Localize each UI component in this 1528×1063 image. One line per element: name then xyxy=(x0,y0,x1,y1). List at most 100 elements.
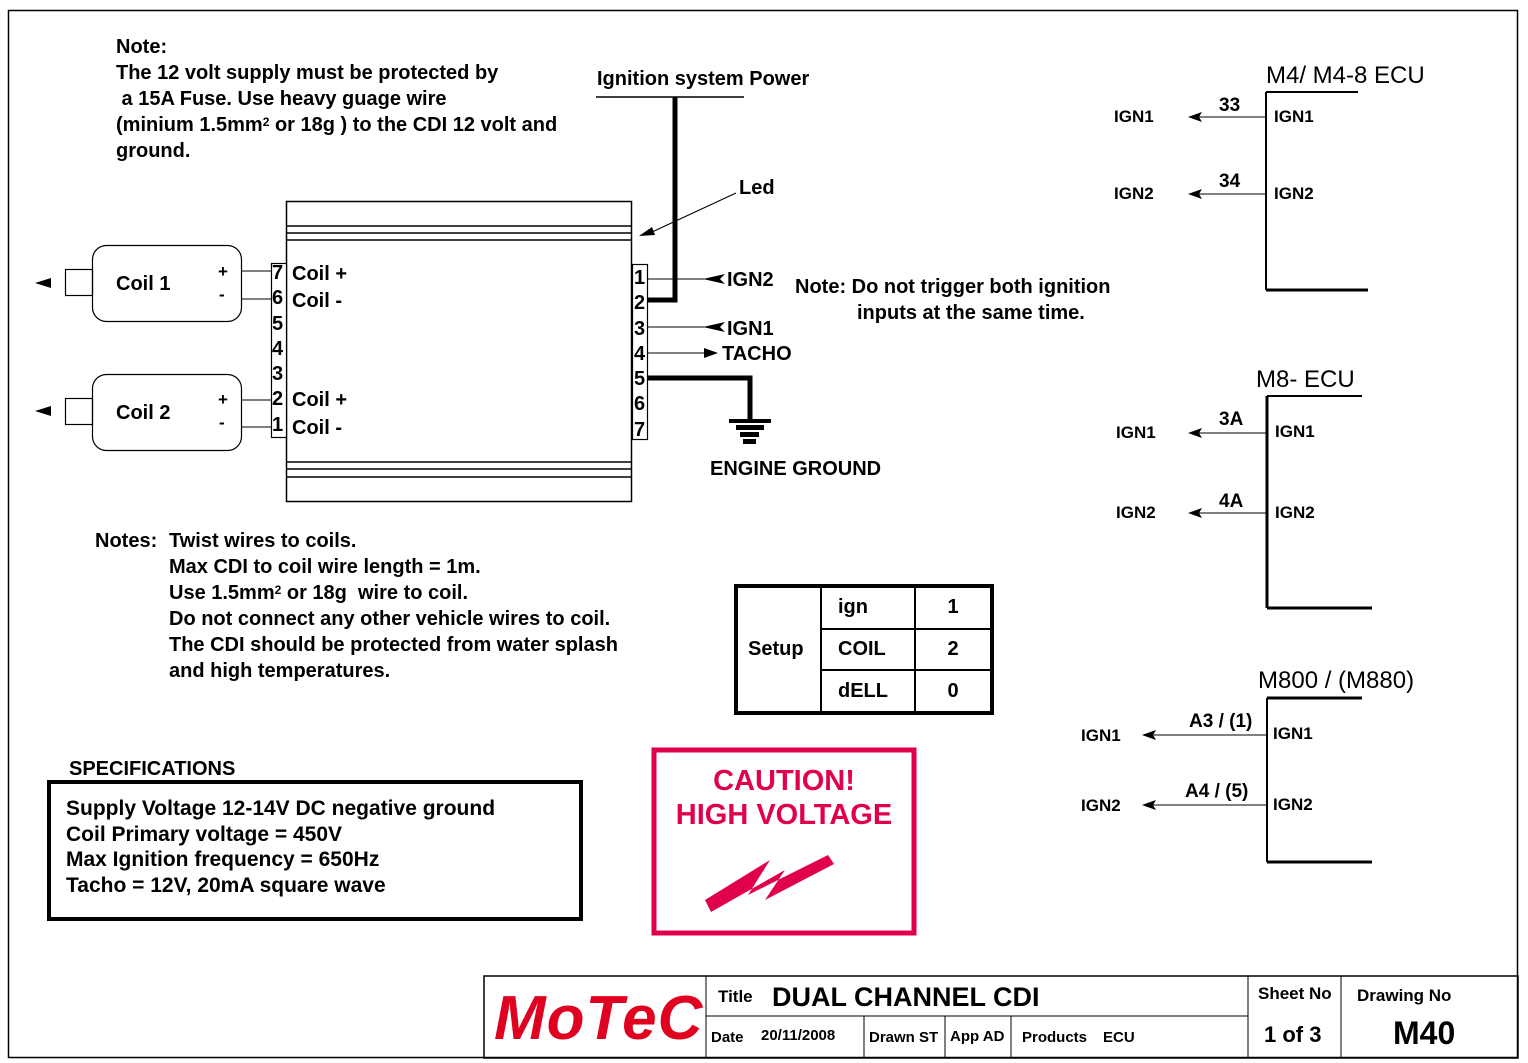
coil-note-line: Do not connect any other vehicle wires t… xyxy=(169,608,611,630)
ecu-m800-title: M800 / (M880) xyxy=(1258,667,1415,694)
pin-7-label: Coil + xyxy=(292,263,348,285)
pin-2-label: Coil + xyxy=(292,389,348,411)
supply-note-text: (minium 1.5mm xyxy=(116,114,263,136)
drawing-no-value: M40 xyxy=(1393,1015,1456,1051)
pin-number: 5 xyxy=(634,368,646,391)
high-voltage-bolt-icon xyxy=(705,855,834,912)
supply-note: Note: The 12 volt supply must be protect… xyxy=(116,34,557,164)
spec-line: Coil Primary voltage = 450V xyxy=(66,822,343,846)
ign1-input-arrow xyxy=(703,322,725,332)
spec-line: Max Ignition frequency = 650Hz xyxy=(66,848,380,871)
pin-number: 1 xyxy=(272,413,284,436)
power-wire xyxy=(648,97,678,303)
coil-1-minus: - xyxy=(219,285,225,304)
table-row: Setup ign 1 xyxy=(735,585,993,714)
pin-1-label: Coil - xyxy=(292,417,342,439)
supply-note-line: (minium 1.5mm2 or 18g ) to the CDI 12 vo… xyxy=(116,112,557,138)
ignition-power-label: Ignition system Power xyxy=(597,68,810,90)
setup-key: dELL xyxy=(820,669,916,714)
sheet-label: Sheet No xyxy=(1258,984,1332,1003)
ign2-signal-label: IGN2 xyxy=(727,269,774,291)
title-label: Title xyxy=(718,987,753,1006)
ecu-m8-ign1-int: IGN1 xyxy=(1275,422,1315,441)
setup-value: 0 xyxy=(914,669,993,714)
table-row: dELL 0 xyxy=(736,669,993,714)
coil-2-terminal xyxy=(64,397,94,426)
date-label: Date xyxy=(711,1029,744,1046)
pin-6-label: Coil - xyxy=(292,290,342,312)
ecu-m8-ign2-wire: 4A xyxy=(1219,491,1244,512)
tacho-signal-label: TACHO xyxy=(722,343,792,365)
ign2-input-arrow xyxy=(703,274,725,284)
sheet-value: 1 of 3 xyxy=(1264,1022,1322,1047)
coil-note-text: or 18g wire to coil. xyxy=(281,582,469,604)
ecu-m4-ign1-int: IGN1 xyxy=(1274,107,1314,126)
pin-number: 4 xyxy=(634,342,646,365)
supply-note-line: The 12 volt supply must be protected by xyxy=(116,62,499,84)
pin-number: 3 xyxy=(634,317,646,340)
ecu-m4-ign2-int: IGN2 xyxy=(1274,184,1314,203)
ecu-m800-ign1-int: IGN1 xyxy=(1273,724,1313,743)
supply-note-line: a 15A Fuse. Use heavy guage wire xyxy=(116,88,447,110)
supply-note-heading: Note: xyxy=(116,36,168,58)
led-label: Led xyxy=(739,177,775,199)
setup-label: Setup xyxy=(735,585,822,714)
cdi-body xyxy=(285,200,633,503)
supply-note-line: ground. xyxy=(116,140,191,162)
trigger-note-line-1: Note: Do not trigger both ignition xyxy=(795,276,1111,298)
coil-2-minus: - xyxy=(219,413,225,432)
ecu-m8-ign2-int: IGN2 xyxy=(1275,503,1315,522)
products-label: Products xyxy=(1022,1029,1088,1046)
coil-1-plus: + xyxy=(218,262,228,281)
ecu-m800-ign2-wire: A4 / (5) xyxy=(1185,781,1249,802)
coil-note-line: and high temperatures. xyxy=(169,660,391,682)
pin-number: 7 xyxy=(272,262,284,284)
pin-number: 4 xyxy=(272,337,284,360)
ground-symbol-bar-1 xyxy=(729,419,771,423)
coil-note-line: Max CDI to coil wire length = 1m. xyxy=(169,556,481,578)
coil-2-output-arrow xyxy=(35,406,51,416)
motec-logo: MoTeC xyxy=(494,984,704,1053)
pin-number: 6 xyxy=(634,393,646,416)
table-row: COIL 2 xyxy=(736,627,993,672)
pin-number: 3 xyxy=(272,363,284,386)
coil-notes: Twist wires to coils. Max CDI to coil wi… xyxy=(169,528,618,684)
engine-ground-label: ENGINE GROUND xyxy=(710,458,882,480)
drawing-no-label: Drawing No xyxy=(1357,986,1452,1005)
approved-by: App AD xyxy=(950,1028,1005,1045)
coil-note-line: Use 1.5mm2 or 18g wire to coil. xyxy=(169,580,618,606)
coil-2-label: Coil 2 xyxy=(116,402,171,424)
cdi-left-pin-list: 7 6 5 4 3 2 1 xyxy=(272,261,283,438)
specifications-box: Supply Voltage 12-14V DC negative ground… xyxy=(47,780,583,921)
coil-note-line: Twist wires to coils. xyxy=(169,530,357,552)
ecu-m4-ign2-ext: IGN2 xyxy=(1114,184,1154,203)
caution-border xyxy=(651,747,917,936)
ecu-m4-ign1-wire: 33 xyxy=(1219,95,1241,116)
ecu-m8-ign2-ext: IGN2 xyxy=(1116,503,1156,522)
coil-notes-heading: Notes: xyxy=(95,530,158,552)
ground-wire xyxy=(648,375,753,421)
caution-line-2: HIGH VOLTAGE xyxy=(675,799,893,831)
coil-2-plus: + xyxy=(218,390,228,409)
ecu-m4-ign2-wire: 34 xyxy=(1219,171,1241,192)
pin-number: 2 xyxy=(272,388,284,411)
spec-line: Supply Voltage 12-14V DC negative ground xyxy=(66,797,496,820)
setup-key: ign xyxy=(820,585,916,630)
setup-value: 1 xyxy=(914,585,993,630)
specifications-heading: SPECIFICATIONS xyxy=(69,758,236,780)
ecu-m4-title: M4/ M4-8 ECU xyxy=(1266,62,1425,89)
led-pointer-line xyxy=(651,192,737,233)
led-pointer-arrowhead xyxy=(639,227,655,236)
setup-value: 2 xyxy=(914,627,993,672)
pin-number: 2 xyxy=(634,292,646,315)
tacho-output-arrow xyxy=(704,348,718,358)
ecu-m8-ign1-ext: IGN1 xyxy=(1116,423,1156,442)
ecu-m800-ign2-int: IGN2 xyxy=(1273,795,1313,814)
ecu-m4-ign1-ext: IGN1 xyxy=(1114,107,1154,126)
pin-number: 6 xyxy=(272,287,284,310)
ign1-signal-label: IGN1 xyxy=(727,318,774,340)
ecu-m800-ign2-ext: IGN2 xyxy=(1081,796,1121,815)
superscript: 2 xyxy=(262,115,270,129)
title-block xyxy=(483,975,1519,1059)
